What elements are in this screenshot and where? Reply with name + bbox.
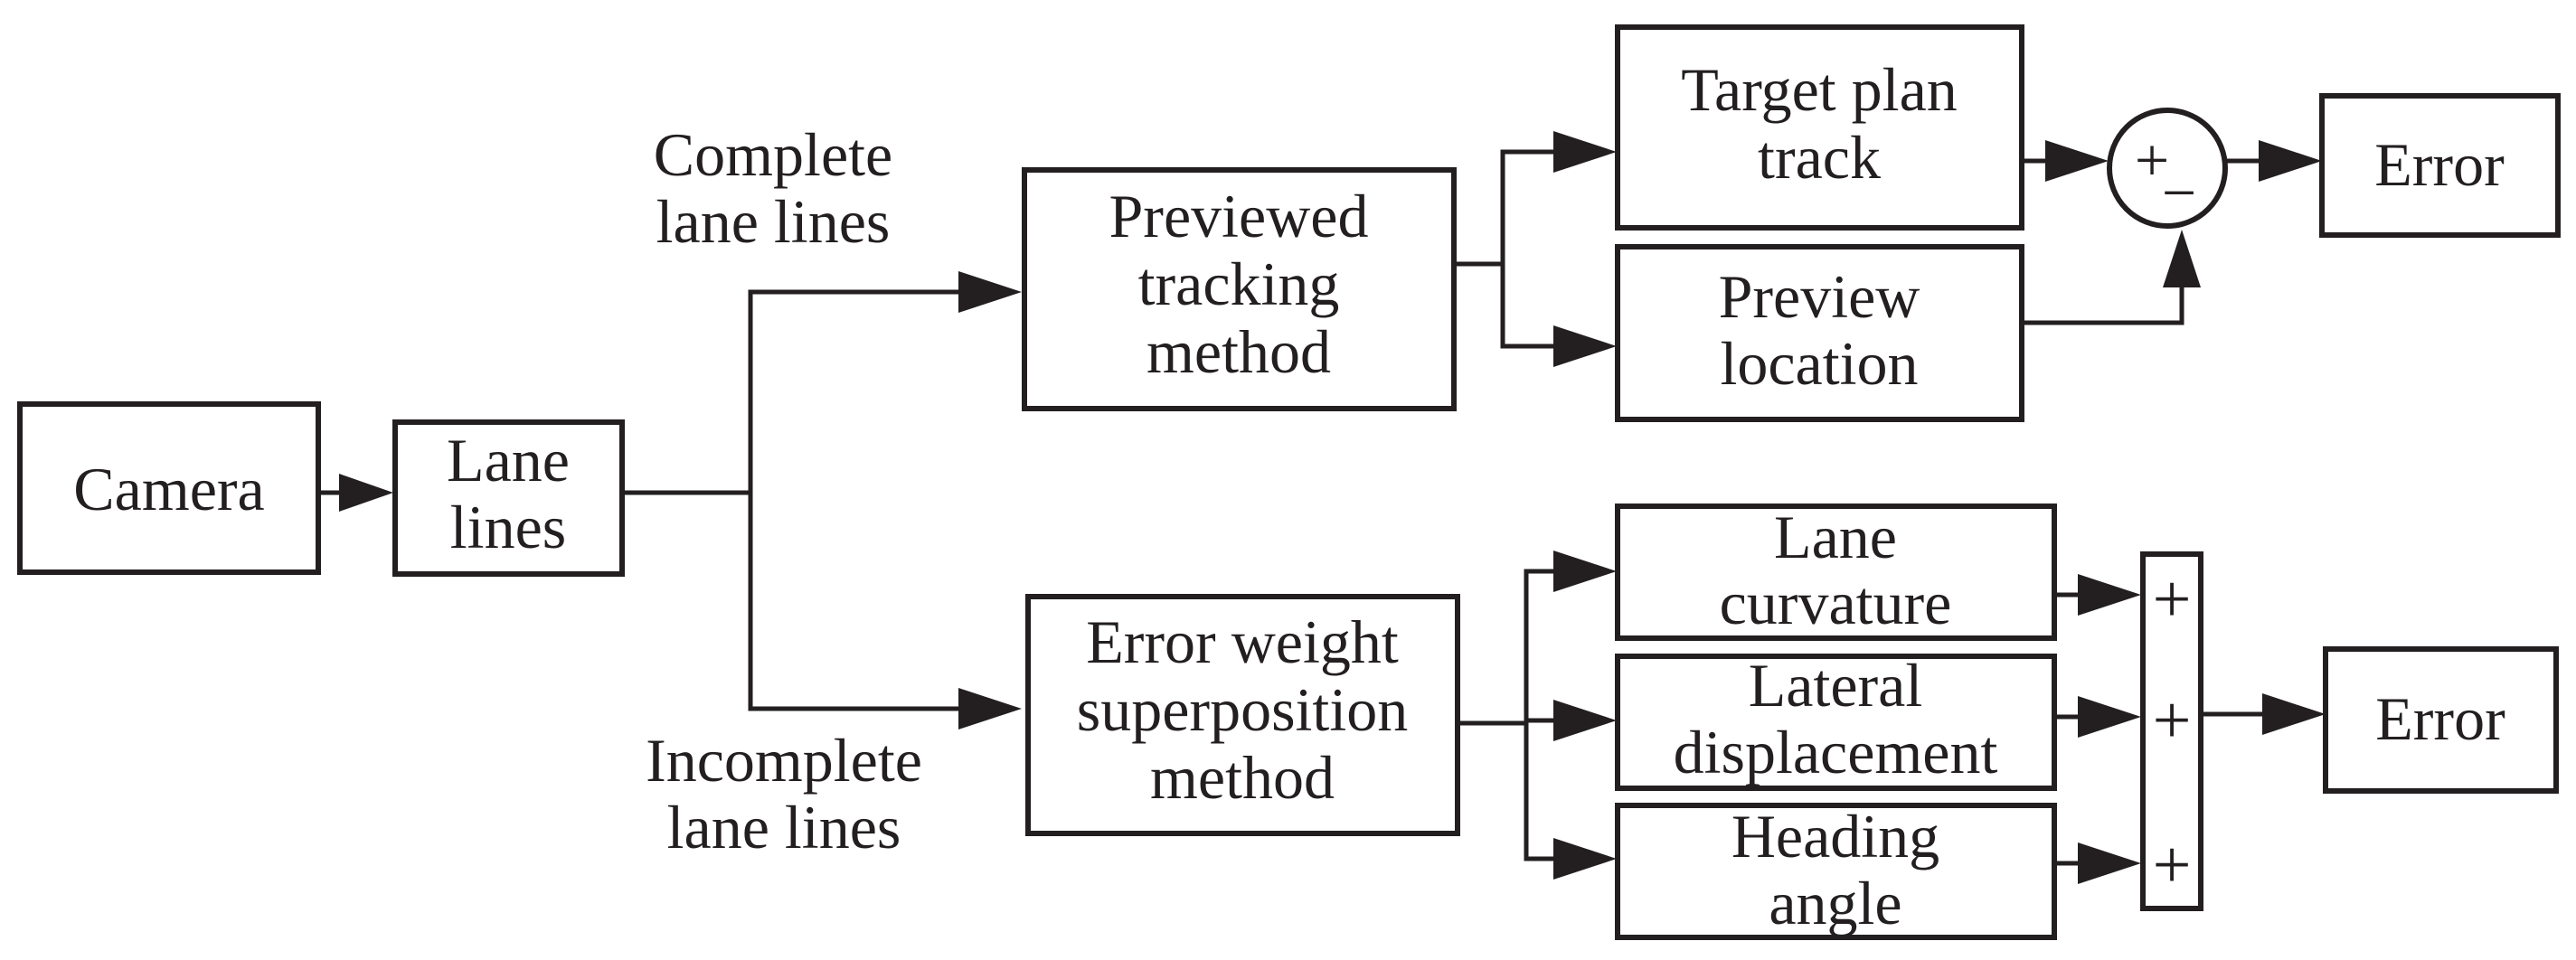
lateral-displacement-block: Lateral displacement (1615, 651, 2057, 791)
branch-label-incomplete-text: lane lines (667, 793, 901, 861)
wire-preview-to-comparator (2019, 268, 2184, 325)
error-bottom-label: Error (2375, 684, 2505, 753)
error-bottom-block: Error (2323, 646, 2559, 794)
previewed-tracking-block: Previewed tracking method (1022, 167, 1457, 411)
arrow-head (1553, 700, 1617, 741)
previewed-tracking-label: method (1146, 317, 1331, 386)
summer-plus-sign: + (2153, 827, 2192, 903)
lane-curvature-label: Lane (1774, 503, 1897, 571)
arrow-head (2078, 696, 2141, 738)
target-plan-track-label: Target plan (1681, 55, 1958, 124)
arrow-head (1553, 838, 1617, 880)
summing-junction: + + + (2140, 551, 2203, 911)
branch-label-incomplete: Incomplete lane lines (646, 726, 922, 861)
arrow-head (339, 474, 393, 512)
heading-angle-label: Heading (1731, 802, 1939, 871)
arrow-head (2259, 140, 2322, 182)
arrow-head (1553, 551, 1617, 592)
lane-curvature-block: Lane curvature (1615, 503, 2057, 641)
comparator-minus-sign: − (2162, 158, 2196, 227)
arrow-head (1553, 325, 1617, 367)
arrow-head (2045, 140, 2109, 182)
comparator-plus-sign: + (2135, 126, 2169, 194)
lane-lines-label: Lane (447, 426, 570, 494)
arrow-head (2262, 693, 2326, 735)
summer-plus-sign: + (2153, 561, 2192, 637)
error-top-label: Error (2374, 130, 2505, 199)
camera-block: Camera (17, 401, 321, 575)
lane-lines-label: lines (450, 493, 566, 561)
lateral-displacement-label: displacement (1674, 718, 1998, 786)
connections (316, 149, 2268, 866)
target-plan-track-label: track (1758, 123, 1881, 192)
error-weight-label: Error weight (1086, 607, 1399, 676)
error-weight-label: superposition (1077, 675, 1408, 744)
arrow-head (2078, 842, 2141, 884)
branch-label-incomplete-text: Incomplete (646, 726, 922, 795)
arrow-head (2078, 574, 2141, 616)
preview-location-block: Preview location (1615, 244, 2024, 422)
arrow-heads (339, 131, 2326, 884)
lane-lines-block: Lane lines (392, 419, 625, 577)
branch-label-complete-text: lane lines (656, 187, 891, 256)
previewed-tracking-label: Previewed (1109, 182, 1368, 250)
lane-curvature-label: curvature (1720, 569, 1952, 637)
arrow-head (958, 688, 1022, 729)
arrow-head (1553, 131, 1617, 173)
preview-location-label: Preview (1719, 262, 1920, 331)
error-weight-block: Error weight superposition method (1025, 594, 1460, 836)
heading-angle-label: angle (1769, 869, 1901, 937)
error-top-block: Error (2319, 93, 2561, 238)
arrow-head (958, 271, 1022, 313)
arrow-head (2163, 230, 2201, 287)
camera-label: Camera (73, 455, 264, 523)
summer-plus-sign: + (2153, 682, 2192, 758)
error-weight-label: method (1150, 743, 1335, 812)
previewed-tracking-label: tracking (1138, 249, 1340, 318)
heading-angle-block: Heading angle (1615, 802, 2057, 940)
branch-label-complete-text: Complete (654, 120, 892, 189)
comparator-junction: + − (2107, 108, 2228, 229)
preview-location-label: location (1720, 329, 1918, 398)
branch-label-complete: Complete lane lines (654, 120, 892, 256)
lateral-displacement-label: Lateral (1749, 651, 1923, 720)
target-plan-track-block: Target plan track (1615, 24, 2024, 231)
